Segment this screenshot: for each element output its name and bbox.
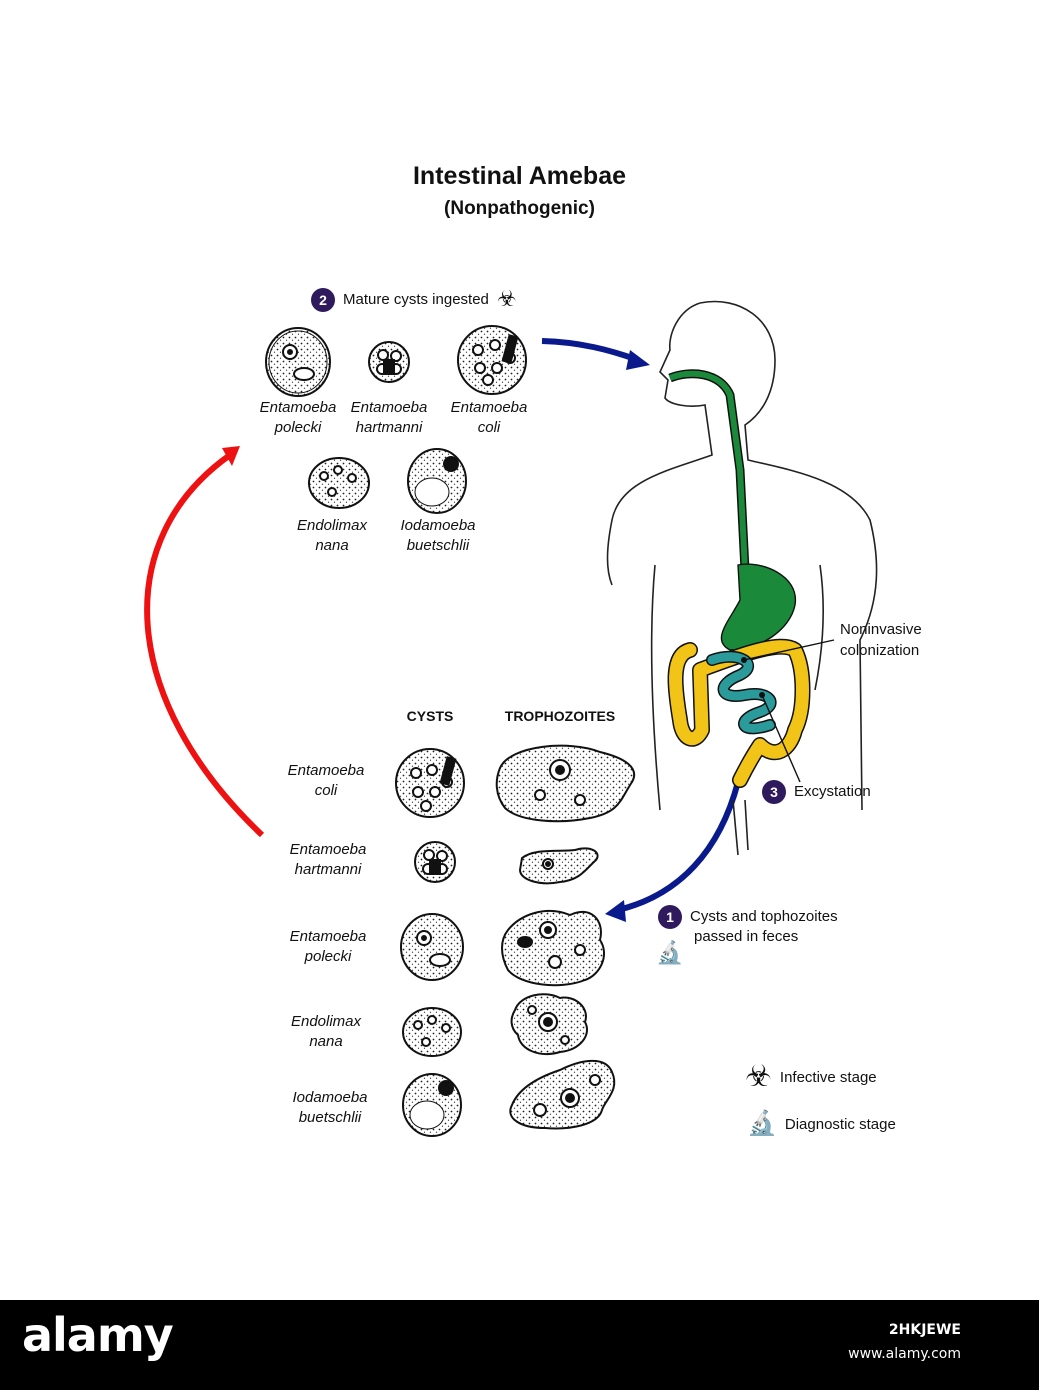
cyst-row-polecki <box>400 913 464 981</box>
step-1-badge: 1 <box>658 905 682 929</box>
watermark-url: www.alamy.com <box>848 1346 961 1362</box>
cyst-top-polecki <box>265 327 331 397</box>
step-2-badge: 2 <box>311 288 335 312</box>
human-outline <box>606 300 878 856</box>
colonization-pointer <box>743 639 835 661</box>
microscope-icon: 🔬 <box>656 940 684 965</box>
troph-row-coli <box>495 744 635 823</box>
lifecycle-graphics <box>144 300 878 1137</box>
step-2-text: Mature cysts ingested <box>343 291 489 308</box>
excystation-pointer <box>761 694 801 783</box>
ingestion-arrow <box>541 338 640 363</box>
biohazard-legend-icon: ☣ <box>745 1060 772 1093</box>
step-2-label: 2 Mature cysts ingested ☣ <box>311 288 517 312</box>
step-3-label: 3 Excystation <box>762 780 871 804</box>
cyst-row-hartmanni <box>414 841 456 883</box>
stomach <box>720 563 796 651</box>
watermark-bar <box>0 1300 1039 1390</box>
troph-row-nana <box>510 993 588 1055</box>
step-3-badge: 3 <box>762 780 786 804</box>
cyst-top-buetschlii <box>407 448 467 514</box>
cysts-header: CYSTS <box>406 708 454 724</box>
feces-arrow <box>617 781 741 913</box>
diagram-subtitle: (Nonpathogenic) <box>444 198 595 219</box>
cycle-arrow-red <box>144 452 265 838</box>
cyst-row-buetschlii <box>402 1073 462 1137</box>
watermark-image-id: 2HKJEWE <box>888 1322 961 1338</box>
feces-arrowhead <box>605 900 626 922</box>
cycle-arrowhead-red <box>222 446 240 466</box>
troph-row-polecki <box>501 910 605 987</box>
microscope-legend-icon: 🔬 <box>747 1110 777 1137</box>
legend-infective: ☣ Infective stage <box>745 1060 877 1093</box>
step-1-text: Cysts and tophozoites passed in feces <box>690 908 838 945</box>
step-1-label: 1 Cysts and tophozoites passed in feces <box>658 905 838 947</box>
diagram-title: Intestinal Amebae <box>412 162 627 190</box>
biohazard-icon: ☣ <box>496 286 517 311</box>
cyst-top-coli <box>457 325 527 395</box>
cyst-row-coli <box>395 748 465 818</box>
watermark-logo: alamy <box>22 1308 174 1362</box>
cyst-row-nana <box>402 1007 462 1057</box>
step-3-text: Excystation <box>794 783 871 800</box>
cyst-top-nana <box>308 457 370 509</box>
ingestion-arrowhead <box>626 350 650 370</box>
trophozoites-header: TROPHOZOITES <box>504 708 616 724</box>
cyst-top-hartmanni <box>368 341 410 383</box>
legend-diagnostic: 🔬 Diagnostic stage <box>747 1110 896 1137</box>
colonization-label: Noninvasive colonization <box>840 621 922 659</box>
troph-row-hartmanni <box>518 847 599 885</box>
troph-row-buetschlii <box>509 1059 616 1130</box>
